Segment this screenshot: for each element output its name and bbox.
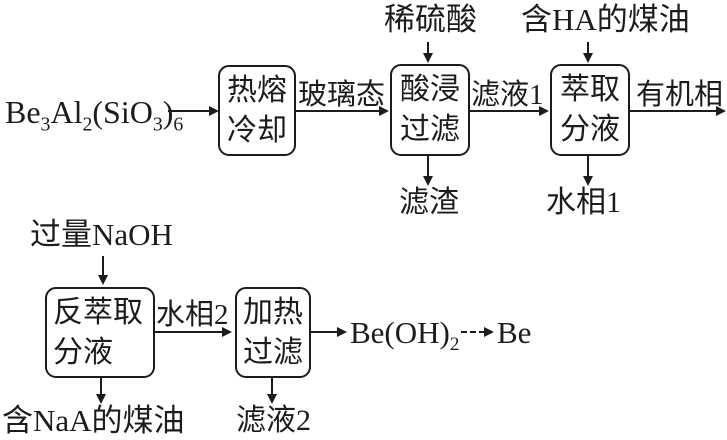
formula-text: (SiO [92,94,153,130]
box-extract-separate: 萃取 分液 [550,64,630,156]
box-heat-filter-line1: 加热 [243,295,303,329]
box-extract-separate-line2: 分液 [560,113,620,146]
box-heat-filter-line2: 过滤 [243,335,303,369]
arrow-dashed-beoh2-to-be [461,327,494,337]
arrow-acid-to-residue [423,156,433,186]
label-kerosene-with-ha: 含HA的煤油 [521,2,690,37]
arrow-heat-to-beoh2 [311,327,347,337]
formula-subscript: 2 [449,334,460,356]
label-dilute-sulfuric-acid: 稀硫酸 [384,2,477,37]
box-extract-separate-line1: 萃取 [560,73,620,107]
formula-subscript: 3 [152,113,163,136]
arrow-extract-to-aqueous1 [583,156,593,186]
box-melt-cool-line2: 冷却 [227,113,287,147]
arrow-heat-to-filtrate2 [267,378,277,404]
box-acid-leach-filter: 酸浸 过滤 [390,64,470,156]
label-organic-phase: 有机相 [636,79,724,111]
formula-text: Al [50,94,83,130]
formula-text: ) [162,94,174,130]
label-kerosene-with-naa: 含NaA的煤油 [2,403,185,438]
label-aqueous-phase-2: 水相2 [156,299,229,331]
label-aqueous-phase-1: 水相1 [546,186,621,219]
box-back-extract-line1: 反萃取 [53,295,143,329]
arrow-backextract-to-kerosene-naa [96,378,106,404]
arrow-backextract-to-heat [155,327,232,337]
arrow-kerosene-into-extract [583,42,593,63]
formula-beryllium-hydroxide: Be(OH)2 [350,315,459,354]
formula-subscript: 2 [82,113,93,136]
arrow-source-to-melt [168,106,219,116]
label-glassy-state: 玻璃态 [298,79,386,111]
arrow-acid-to-extract [470,106,549,116]
box-melt-cool-line1: 热熔 [227,73,287,107]
box-heat-filter: 加热 过滤 [235,287,311,378]
arrow-naoh-into-backextract [98,256,108,285]
label-filtrate-2: 滤液2 [236,404,311,437]
formula-text: Be(OH) [350,315,450,350]
box-acid-leach-filter-line1: 酸浸 [400,73,460,107]
formula-subscript: 6 [173,113,184,136]
arrow-melt-to-acid [296,106,389,116]
box-back-extract-separate: 反萃取 分液 [45,287,155,378]
arrow-extract-to-organic [630,106,726,116]
formula-subscript: 3 [40,113,51,136]
arrow-sulfuric-into-acid [423,42,433,63]
box-back-extract-line2: 分液 [53,335,113,369]
formula-text: Be [5,94,41,130]
label-excess-naoh: 过量NaOH [30,217,173,252]
box-melt-cool: 热熔 冷却 [218,65,296,156]
label-filter-residue: 滤渣 [399,186,459,219]
box-acid-leach-filter-line2: 过滤 [400,113,460,146]
formula-beryllium: Be [497,315,532,350]
formula-source-beryl: Be3Al2(SiO3)6 [5,94,183,134]
label-filtrate-1: 滤液1 [471,79,544,111]
